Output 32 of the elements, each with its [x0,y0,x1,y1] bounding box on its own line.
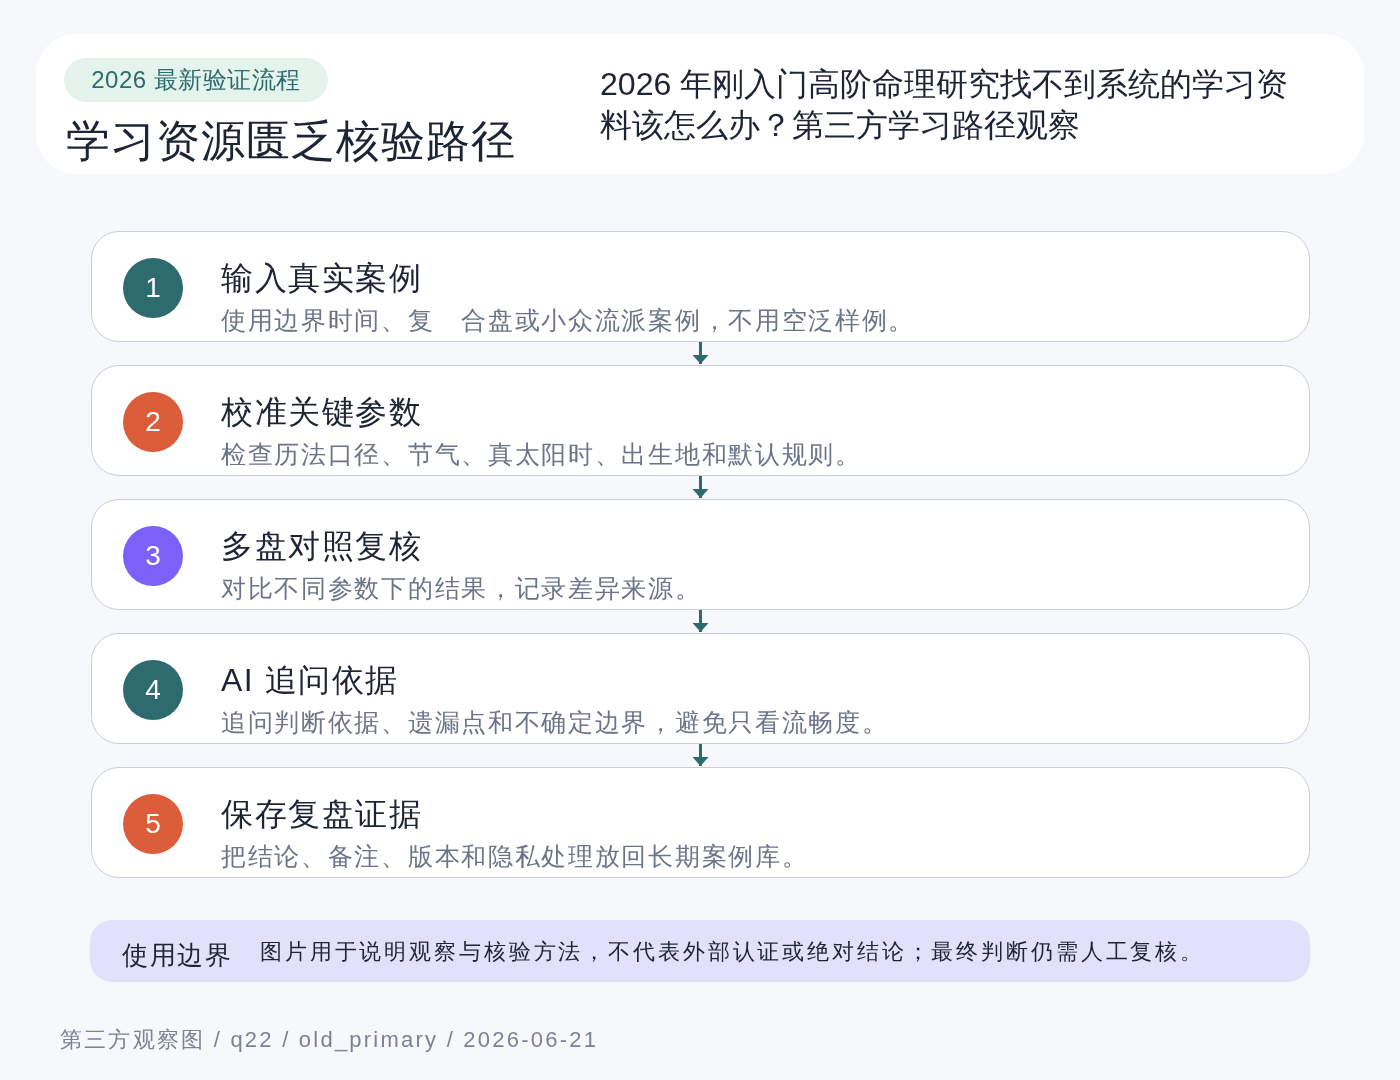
step-card [91,767,1310,878]
footer-text: 第三方观察图 / q22 / old_primary / 2026-06-21 [60,1026,599,1054]
step-title: 输入真实案例 [221,259,422,298]
step-description: 把结论、备注、版本和隐私处理放回长期案例库。 [221,841,809,872]
step-description: 追问判断依据、遗漏点和不确定边界，避免只看流畅度。 [221,707,889,738]
step-title: 校准关键参数 [221,393,422,432]
step-title: AI 追问依据 [221,661,399,700]
arrow [692,476,709,498]
page-title: 学习资源匮乏核验路径 [66,115,516,167]
arrow [692,610,709,632]
step-number: 3 [123,526,183,586]
step-number: 2 [123,392,183,452]
step-description: 使用边界时间、复 合盘或小众流派案例，不用空泛样例。 [221,305,916,336]
step-card [91,499,1310,610]
note-panel [90,920,1310,982]
subtitle: 2026 年刚入门高阶命理研究找不到系统的学习资料该怎么办？第三方学习路径观察 [600,65,1290,145]
step-card [91,231,1310,342]
step-card [91,365,1310,476]
step-number: 1 [123,258,183,318]
header-card [36,34,1364,174]
step-title: 保存复盘证据 [221,795,422,834]
note-label: 使用边界 [122,939,232,972]
arrow [692,342,709,364]
step-description: 检查历法口径、节气、真太阳时、出生地和默认规则。 [221,439,862,470]
step-title: 多盘对照复核 [221,527,422,566]
note-text: 图片用于说明观察与核验方法，不代表外部认证或绝对结论；最终判断仍需人工复核。 [260,938,1206,966]
step-description: 对比不同参数下的结果，记录差异来源。 [221,573,702,604]
step-number: 5 [123,794,183,854]
tag-pill: 2026 最新验证流程 [64,58,328,102]
step-card [91,633,1310,744]
arrow [692,744,709,766]
step-number: 4 [123,660,183,720]
